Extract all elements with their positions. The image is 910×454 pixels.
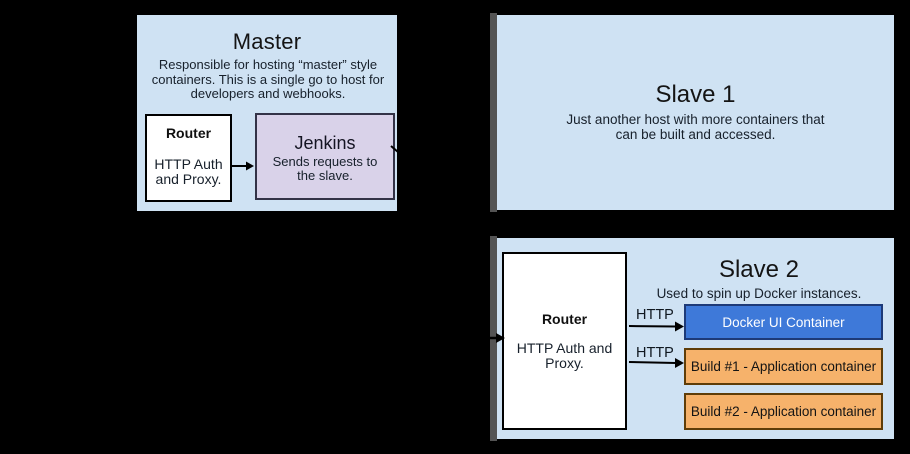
master-router-title: Router xyxy=(165,125,212,141)
master-title: Master xyxy=(232,29,302,54)
slave1-title: Slave 1 xyxy=(655,81,736,108)
slave2-description: Used to spin up Docker instances. xyxy=(656,286,862,301)
docker-ui-container-box: Docker UI Container xyxy=(684,304,883,340)
jenkins-box: Jenkins Sends requests to the slave. xyxy=(255,113,395,200)
master-router-body: HTTP Auth and Proxy. xyxy=(154,156,223,187)
slave2-header: Slave 2 Used to spin up Docker instances… xyxy=(627,256,891,302)
slave2-host-box: Router HTTP Auth and Proxy. Slave 2 Used… xyxy=(497,236,896,441)
slave1-description: Just another host with more containers t… xyxy=(566,112,825,142)
master-router-box: Router HTTP Auth and Proxy. xyxy=(145,114,232,202)
docker-ui-container-label: Docker UI Container xyxy=(722,314,845,330)
slave2-left-connector-strip xyxy=(490,236,497,441)
http-label-1: HTTP xyxy=(636,307,674,323)
build-1-label: Build #1 - Application container xyxy=(690,359,877,374)
build-2-application-container-box: Build #2 - Application container xyxy=(684,393,883,430)
build-2-label: Build #2 - Application container xyxy=(690,404,877,419)
master-host-box: Master Responsible for hosting “master” … xyxy=(135,13,399,213)
master-description: Responsible for hosting “master” style c… xyxy=(151,57,385,101)
build-1-application-container-box: Build #1 - Application container xyxy=(684,348,883,385)
slave1-left-connector-strip xyxy=(490,13,497,212)
jenkins-body: Sends requests to the slave. xyxy=(272,154,378,183)
slave2-router-box: Router HTTP Auth and Proxy. xyxy=(502,252,627,430)
jenkins-title: Jenkins xyxy=(294,133,356,153)
slave2-title: Slave 2 xyxy=(718,256,800,283)
slave2-router-title: Router xyxy=(541,311,588,327)
slave1-host-box: Slave 1 Just another host with more cont… xyxy=(497,13,896,212)
slave2-router-body: HTTP Auth and Proxy. xyxy=(516,340,613,371)
http-label-2: HTTP xyxy=(636,345,674,361)
